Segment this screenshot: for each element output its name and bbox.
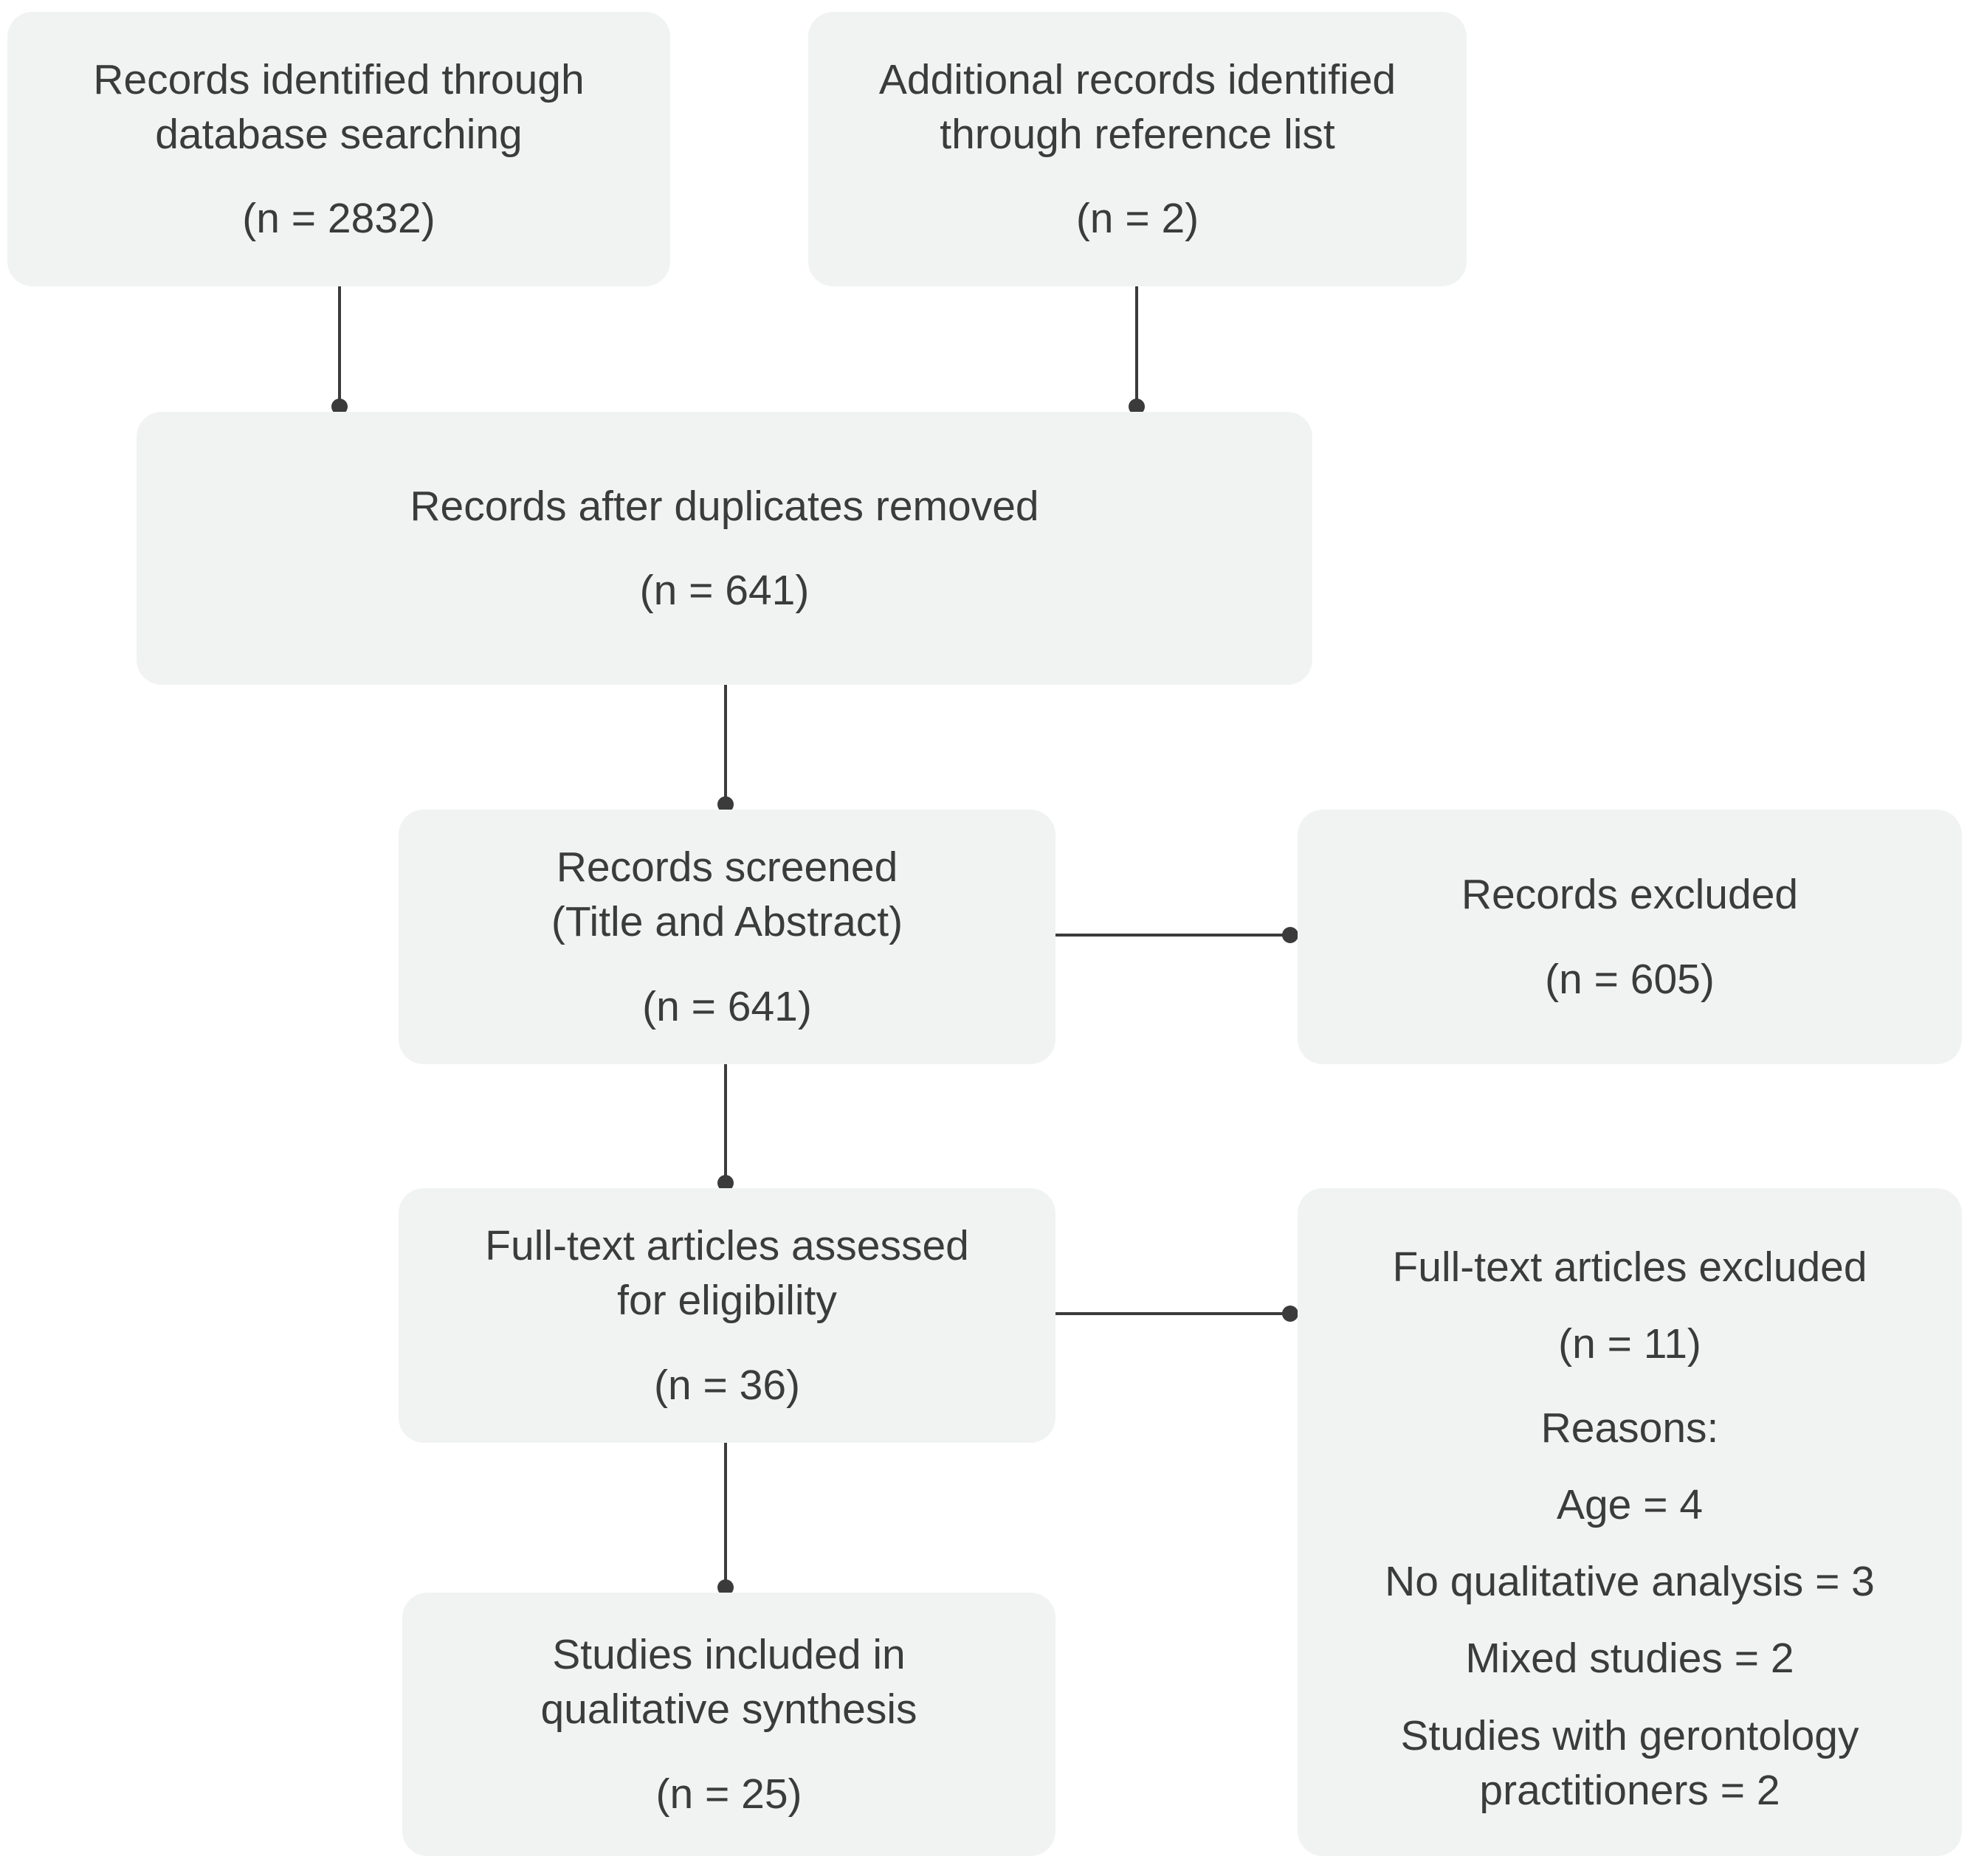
node-records-after-duplicates-removed: Records after duplicates removed (n = 64… — [137, 412, 1312, 685]
node-label-line: Records screened — [556, 844, 898, 892]
node-count: (n = 2) — [1075, 195, 1199, 243]
node-label-line: Studies included in — [552, 1631, 906, 1679]
reason-item: Age = 4 — [1556, 1481, 1704, 1529]
node-label-line: Full-text articles excluded — [1392, 1244, 1867, 1291]
node-fulltext-assessed-eligibility: Full-text articles assessed for eligibil… — [399, 1188, 1055, 1443]
node-records-screened: Records screened (Title and Abstract) (n… — [399, 810, 1055, 1064]
edge-fulltext-to-ftexcluded — [1055, 1306, 1298, 1322]
node-label-line: database searching — [155, 110, 523, 158]
reason-item: Studies with gerontology — [1400, 1711, 1859, 1759]
node-count: (n = 2832) — [242, 195, 435, 243]
node-label-line: Additional records identified — [878, 55, 1396, 103]
node-count: (n = 641) — [639, 567, 810, 614]
reasons-label: Reasons: — [1540, 1404, 1719, 1452]
node-records-excluded: Records excluded (n = 605) — [1298, 810, 1962, 1064]
node-count: (n = 36) — [653, 1361, 801, 1409]
node-label-line: Records identified through — [93, 55, 585, 103]
reason-item: Mixed studies = 2 — [1465, 1635, 1794, 1683]
node-studies-included-qualitative-synthesis: Studies included in qualitative synthesi… — [402, 1593, 1055, 1856]
node-label-line: (Title and Abstract) — [551, 898, 903, 946]
reason-item: practitioners = 2 — [1479, 1766, 1780, 1814]
edge-screened-to-fulltext — [717, 1064, 734, 1191]
node-label-line: qualitative synthesis — [540, 1686, 917, 1734]
node-label-line: through reference list — [940, 110, 1335, 158]
edge-duplicates-to-screened — [717, 685, 734, 813]
node-count: (n = 25) — [655, 1770, 802, 1818]
edge-reference-to-duplicates — [1129, 286, 1145, 415]
node-label-line: Records after duplicates removed — [410, 482, 1039, 530]
node-records-identified-database: Records identified through database sear… — [7, 12, 670, 286]
node-label-line: Full-text articles assessed — [485, 1222, 969, 1270]
node-count: (n = 11) — [1558, 1320, 1701, 1368]
node-additional-records-reference-list: Additional records identified through re… — [808, 12, 1467, 286]
node-count: (n = 605) — [1545, 955, 1715, 1003]
node-count: (n = 641) — [642, 982, 812, 1030]
node-label-line: Records excluded — [1461, 871, 1799, 919]
edge-screened-to-excluded — [1055, 927, 1298, 943]
edge-fulltext-to-included — [717, 1443, 734, 1596]
reason-item: No qualitative analysis = 3 — [1385, 1558, 1875, 1606]
node-fulltext-articles-excluded: Full-text articles excluded (n = 11) Rea… — [1298, 1188, 1962, 1856]
node-label-line: for eligibility — [617, 1277, 837, 1325]
edge-database-to-duplicates — [331, 286, 348, 415]
